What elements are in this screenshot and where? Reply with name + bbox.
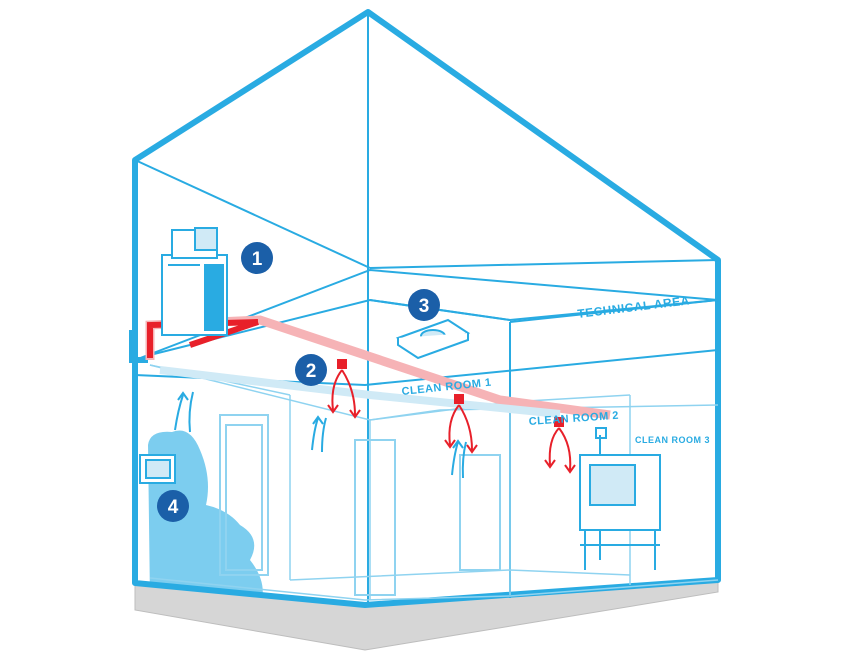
svg-text:3: 3 <box>419 296 430 317</box>
technical-area-label: TECHNICAL AREA <box>577 293 691 321</box>
clean-room-3-label: CLEAN ROOM 3 <box>635 435 710 445</box>
svg-text:4: 4 <box>168 497 179 518</box>
ceiling-cassette-icon <box>395 318 471 360</box>
diffuser-1 <box>327 359 361 419</box>
badge-4: 4 <box>157 490 189 522</box>
doors <box>219 414 501 596</box>
svg-text:2: 2 <box>306 361 317 382</box>
diffuser-arrows <box>174 359 576 479</box>
badge-2: 2 <box>295 354 327 386</box>
wall-controller-icon <box>139 454 176 484</box>
fume-hood-icon <box>579 427 661 570</box>
air-handling-unit-icon <box>161 227 228 336</box>
diffuser-2 <box>444 394 478 454</box>
badge-1: 1 <box>241 242 273 274</box>
diffuser-3 <box>544 417 576 474</box>
svg-text:1: 1 <box>252 249 263 270</box>
return-air-arrows <box>174 391 467 479</box>
air-spill-cloud <box>148 430 263 600</box>
badge-3: 3 <box>408 289 440 321</box>
room-partitions <box>149 364 719 601</box>
